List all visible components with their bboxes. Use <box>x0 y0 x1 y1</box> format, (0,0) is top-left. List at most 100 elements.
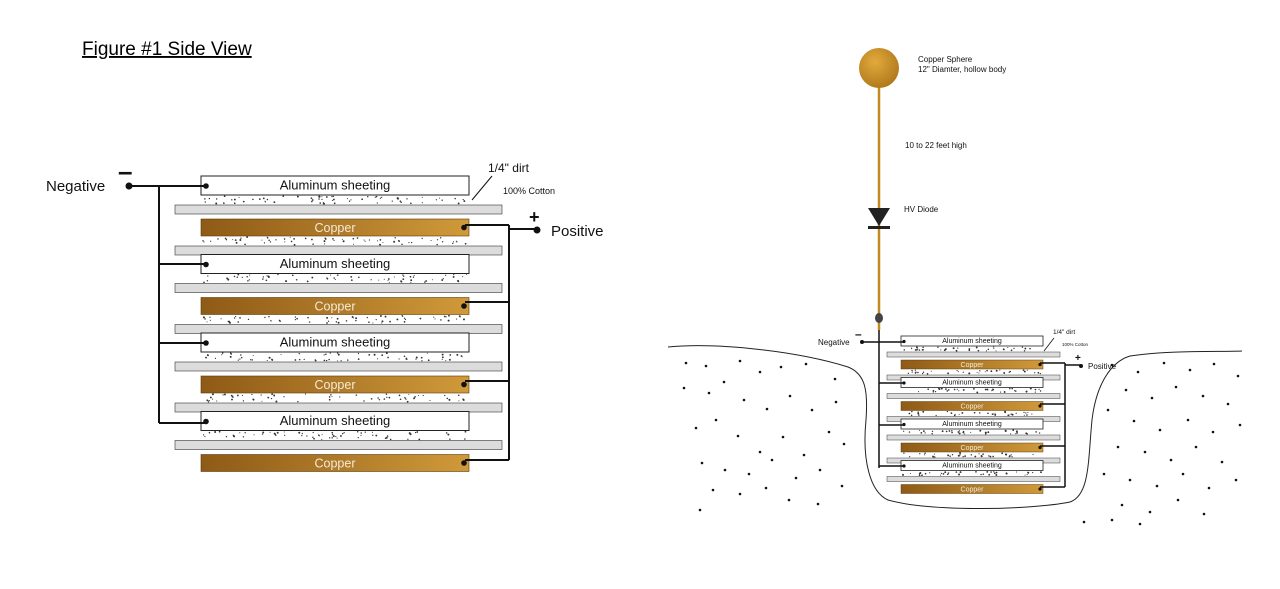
soil-dot <box>788 394 792 398</box>
soil-dot <box>738 359 742 363</box>
cotton-layer <box>174 245 503 256</box>
positive-label: Positive <box>1088 362 1117 371</box>
soil-dot <box>758 370 762 374</box>
soil-dot <box>1116 445 1120 449</box>
cotton-layer <box>886 393 1061 399</box>
aluminum-sheet <box>200 411 470 431</box>
dirt-leader-line <box>1043 337 1055 352</box>
soil-dot <box>736 434 740 438</box>
soil-dot <box>1102 472 1106 476</box>
soil-dot <box>833 377 837 381</box>
soil-dot <box>1162 361 1166 365</box>
soil-dot <box>1186 418 1190 422</box>
copper-sheet-label: Copper <box>961 362 985 369</box>
cotton-layer <box>174 324 503 334</box>
soil-dot <box>758 450 762 454</box>
dirt-layer <box>202 236 467 246</box>
soil-dot <box>738 492 742 496</box>
soil-dot <box>1106 408 1110 412</box>
soil-dot <box>781 435 785 439</box>
soil-dot <box>1138 522 1142 526</box>
dirt-layer <box>903 346 1031 352</box>
soil-dot <box>1148 510 1152 514</box>
soil-dot <box>1201 394 1205 398</box>
negative-terminal <box>125 182 133 190</box>
dirt-leader-line <box>471 175 493 201</box>
soil-dot <box>834 400 838 404</box>
soil-dot <box>802 453 806 457</box>
aluminum-sheet-label: Aluminum sheeting <box>942 421 1002 428</box>
copper-contact-dot <box>1038 404 1042 408</box>
soil-dot <box>1207 486 1211 490</box>
soil-dot <box>682 386 686 390</box>
aluminum-sheet-label: Aluminum sheeting <box>280 256 391 271</box>
aluminum-sheet-label: Aluminum sheeting <box>942 380 1002 387</box>
aluminum-sheet <box>900 335 1044 347</box>
aluminum-contact-dot <box>902 339 906 344</box>
cotton-label: 100% Cotton <box>1062 342 1089 347</box>
height-label: 10 to 22 feet high <box>905 141 967 150</box>
soil-dot <box>810 408 814 412</box>
cotton-layer <box>174 283 503 293</box>
ground-view: Copper Sphere 12" Diamter, hollow body 1… <box>667 48 1243 526</box>
dirt-layer <box>202 430 467 441</box>
wiring <box>129 175 536 461</box>
copper-sheet <box>900 401 1044 411</box>
positive-terminal <box>533 226 541 234</box>
soil-dot <box>1212 362 1216 366</box>
copper-sheet-label: Copper <box>961 445 985 452</box>
dirt-layer <box>917 387 1042 394</box>
soil-dot <box>794 476 798 480</box>
aluminum-contact-dot <box>902 381 906 385</box>
soil-dot <box>1226 402 1230 406</box>
soil-dot <box>1234 478 1238 482</box>
copper-sheet <box>900 359 1044 370</box>
soil-dot <box>711 488 715 492</box>
soil-dot <box>700 461 704 465</box>
soil-dot <box>816 502 820 506</box>
copper-sheet-label: Copper <box>315 299 356 313</box>
dirt-layer <box>205 352 463 362</box>
minus-sign: – <box>855 327 862 341</box>
soil-dot <box>818 468 822 472</box>
copper-sheet-label: Copper <box>961 403 985 410</box>
cotton-layer <box>886 351 1061 358</box>
soil-dot <box>787 498 791 502</box>
wire-junction <box>875 313 883 323</box>
cotton-layer <box>174 440 503 450</box>
plus-sign: + <box>1075 353 1081 364</box>
negative-label: Negative <box>818 338 850 347</box>
soil-dot <box>1176 498 1180 502</box>
aluminum-sheet-label: Aluminum sheeting <box>280 335 391 350</box>
copper-sheet-label: Copper <box>961 486 985 493</box>
cotton-layer <box>886 476 1061 482</box>
soil-dot <box>1188 368 1192 372</box>
dirt-layer <box>902 470 1042 477</box>
sphere-detail-label: 12" Diamter, hollow body <box>918 65 1006 74</box>
copper-sheet-label: Copper <box>315 456 356 470</box>
copper-contact-dot <box>461 303 467 309</box>
aluminum-sheet-label: Aluminum sheeting <box>280 178 391 193</box>
dirt-layer <box>204 195 466 205</box>
soil-dot <box>1120 503 1124 507</box>
aluminum-sheet-label: Aluminum sheeting <box>942 338 1002 345</box>
dirt-layer <box>903 429 1041 435</box>
dirt-label: 1/4" dirt <box>488 161 530 175</box>
soil-dot <box>704 364 708 368</box>
aluminum-contact-dot <box>203 340 209 346</box>
cotton-layer <box>174 402 503 413</box>
copper-sphere <box>859 48 899 88</box>
soil-dot <box>747 472 751 476</box>
negative-label: Negative <box>46 178 105 195</box>
copper-sheet-label: Copper <box>315 221 356 235</box>
copper-sheet <box>200 375 470 394</box>
aluminum-contact-dot <box>203 183 209 189</box>
aluminum-contact-dot <box>902 422 906 427</box>
soil-dot <box>1132 419 1136 423</box>
ground-surface-line <box>667 345 1243 509</box>
aluminum-sheet <box>900 418 1044 430</box>
soil-dot <box>1143 450 1147 454</box>
aluminum-contact-dot <box>902 464 906 468</box>
dirt-layer <box>203 273 468 284</box>
